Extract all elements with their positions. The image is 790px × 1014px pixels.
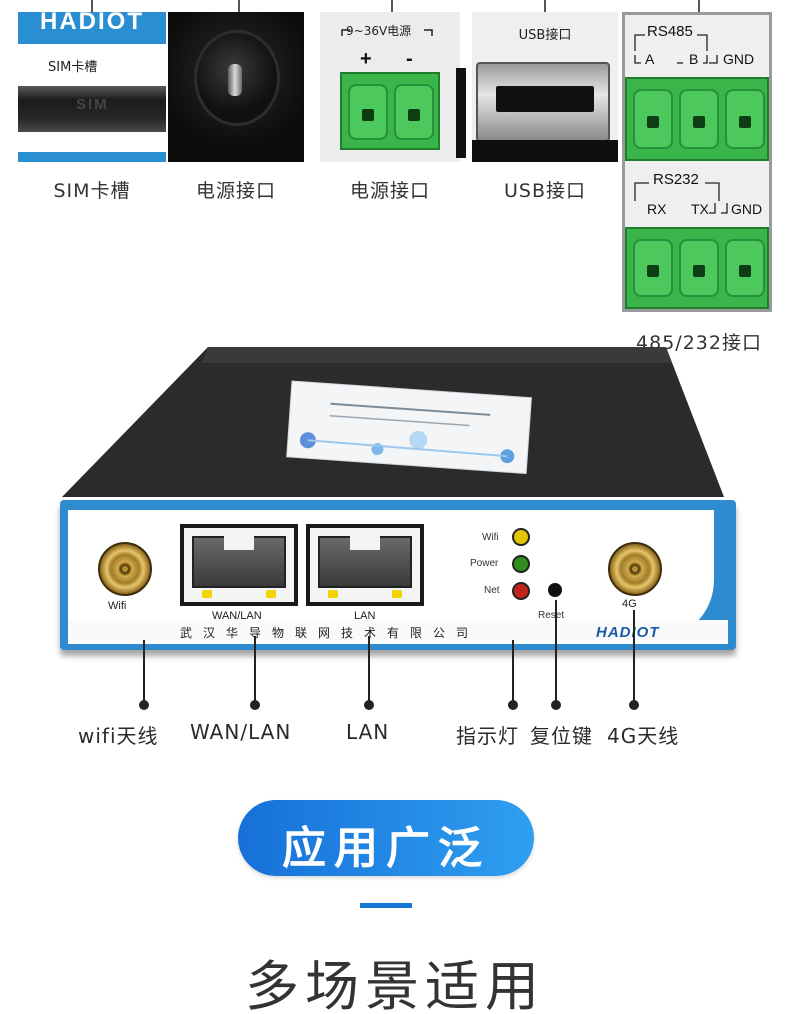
port-led bbox=[202, 590, 212, 598]
callout-lan: LAN bbox=[346, 720, 390, 744]
sim-slot-photo: HADIOT SIM卡槽 SIM bbox=[18, 12, 166, 162]
brand-logo: HADIOT bbox=[40, 12, 144, 35]
sim-slot-text: SIM bbox=[76, 96, 109, 113]
hadiot-logo: HADIOT bbox=[596, 624, 660, 641]
pointer-tick bbox=[238, 0, 240, 12]
callout-indicators: 指示灯 bbox=[456, 724, 519, 748]
power-indicator-led bbox=[512, 555, 530, 573]
reset-button[interactable] bbox=[548, 583, 562, 597]
green-terminal-block bbox=[340, 72, 440, 150]
callout-dot bbox=[139, 700, 149, 710]
callout-line bbox=[633, 610, 635, 702]
callout-dot bbox=[250, 700, 260, 710]
company-name: 武汉华导物联网技术有限公司 bbox=[180, 626, 480, 640]
port-led bbox=[266, 590, 276, 598]
callout-reset: 复位键 bbox=[530, 724, 593, 748]
router-top-case bbox=[62, 347, 724, 497]
section-headline: 多场景适用 bbox=[245, 955, 545, 1014]
callout-4g-antenna: 4G天线 bbox=[607, 724, 680, 748]
plus-sign: + bbox=[360, 48, 372, 70]
rs485-title: RS485 bbox=[647, 23, 693, 40]
callout-dot bbox=[364, 700, 374, 710]
sim-caption: SIM卡槽 bbox=[53, 180, 131, 202]
power-terminal-photo: 9~36V电源 + - bbox=[320, 12, 460, 162]
power-terminal-caption: 电源接口 bbox=[349, 180, 430, 202]
callout-line bbox=[143, 640, 145, 702]
usb-port-photo: USB接口 bbox=[472, 12, 618, 162]
port-led bbox=[392, 590, 402, 598]
section-pill: 应用广泛 bbox=[238, 800, 534, 876]
callout-dot bbox=[629, 700, 639, 710]
rs232-pin: RX bbox=[647, 201, 667, 217]
net-indicator-label: Net bbox=[484, 585, 500, 596]
pointer-tick bbox=[544, 0, 546, 12]
pointer-tick bbox=[91, 0, 93, 12]
bracket-lines bbox=[634, 34, 728, 214]
reset-label: Reset bbox=[538, 610, 565, 621]
rs232-title: RS232 bbox=[653, 171, 699, 188]
callout-dot bbox=[508, 700, 518, 710]
serial-caption: 485/232接口 bbox=[636, 332, 762, 354]
bracket-lines bbox=[341, 29, 433, 36]
dc-jack-caption: 电源接口 bbox=[195, 180, 276, 202]
pointer-tick bbox=[698, 0, 700, 12]
usb-caption: USB接口 bbox=[503, 180, 586, 202]
usb-label: USB接口 bbox=[518, 28, 572, 43]
callout-wan-lan: WAN/LAN bbox=[190, 720, 292, 744]
port-led bbox=[328, 590, 338, 598]
accent-bar bbox=[360, 903, 412, 908]
lan-port-label: LAN bbox=[354, 610, 376, 622]
wifi-antenna-label: Wifi bbox=[108, 600, 127, 612]
voltage-label: 9~36V电源 bbox=[346, 24, 412, 38]
wan-lan-port bbox=[180, 524, 298, 606]
rs232-terminal-block bbox=[625, 227, 769, 309]
panel-divider bbox=[456, 68, 466, 158]
callout-line bbox=[368, 636, 370, 702]
rs485-terminal-block bbox=[625, 77, 769, 161]
rs485-pin: GND bbox=[723, 51, 755, 67]
rs485-pin: B bbox=[689, 51, 699, 67]
pointer-tick bbox=[391, 0, 393, 12]
lan-port bbox=[306, 524, 424, 606]
rs232-pin: GND bbox=[731, 201, 763, 217]
rs232-pin: TX bbox=[691, 201, 709, 217]
minus-sign: - bbox=[406, 48, 413, 70]
power-indicator-label: Power bbox=[470, 558, 499, 569]
wan-lan-port-label: WAN/LAN bbox=[212, 610, 262, 622]
callout-line bbox=[555, 600, 557, 702]
callout-wifi-antenna: wifi天线 bbox=[78, 724, 159, 748]
wifi-indicator-label: Wifi bbox=[482, 532, 499, 543]
section-pill-text: 应用广泛 bbox=[282, 823, 490, 874]
callout-dot bbox=[551, 700, 561, 710]
rs485-pin: A bbox=[645, 51, 655, 67]
sim-label: SIM卡槽 bbox=[48, 60, 98, 75]
router-device: Wifi WAN/LAN LAN Wifi Power Net Reset 4G… bbox=[60, 345, 736, 660]
wifi-antenna-connector bbox=[98, 542, 152, 596]
router-front-panel: Wifi WAN/LAN LAN Wifi Power Net Reset 4G… bbox=[60, 500, 736, 650]
callout-line bbox=[512, 640, 514, 702]
4g-antenna-label: 4G bbox=[622, 598, 637, 610]
dc-jack-photo bbox=[168, 12, 304, 162]
net-indicator-led bbox=[512, 582, 530, 600]
callout-line bbox=[254, 636, 256, 702]
wifi-indicator-led bbox=[512, 528, 530, 546]
4g-antenna-connector bbox=[608, 542, 662, 596]
serial-interface-panel: RS485 A B GND RS232 RX TX GND bbox=[622, 12, 772, 312]
